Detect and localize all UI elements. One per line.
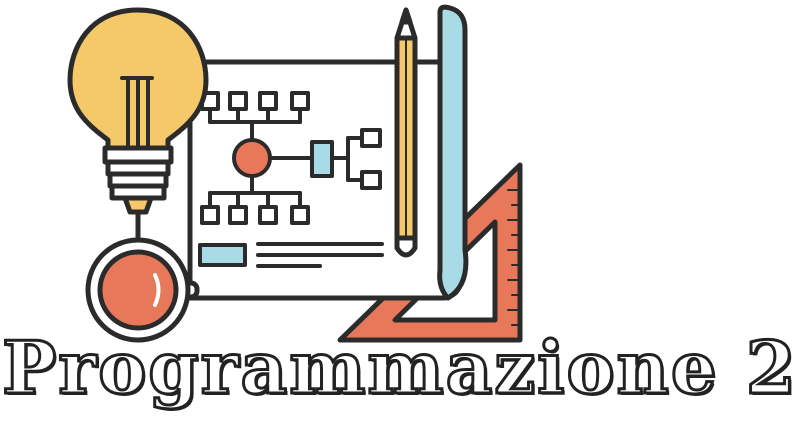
flowchart-icon [198,91,384,268]
lightbulb-icon [67,7,209,243]
page-title: Programmazione 2 [1,324,798,412]
pencil-icon [394,7,418,258]
coffee-cup-icon [85,237,200,343]
